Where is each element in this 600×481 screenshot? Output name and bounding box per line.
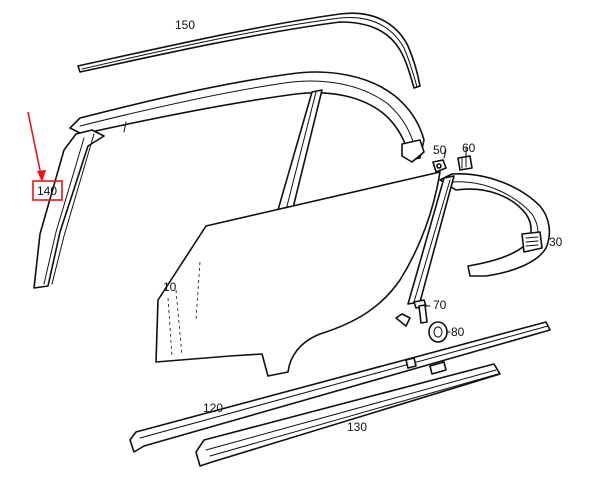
- part-50-clip: [432, 159, 447, 173]
- part-70-bolt: [413, 299, 428, 324]
- callout-10: 10: [163, 280, 177, 294]
- part-140-window-channel: [33, 129, 105, 289]
- part-60-clip: [457, 155, 473, 171]
- callout-80: 80: [451, 325, 465, 339]
- leader-lines: [425, 147, 467, 333]
- part-10-door-glass: [155, 171, 441, 377]
- callout-120: 120: [203, 401, 223, 415]
- callout-150: 150: [175, 18, 195, 32]
- highlight-pointer: [27, 111, 63, 201]
- door-frame-upper-rail: [69, 71, 425, 213]
- callout-50: 50: [433, 143, 447, 157]
- part-130-belt-seal: [195, 363, 501, 467]
- callout-130: 130: [347, 420, 367, 434]
- callout-140: 140: [37, 184, 57, 198]
- part-80-grommet: [428, 321, 448, 343]
- part-30-quarter-frame: [395, 173, 551, 327]
- part-120-belt-moulding: [129, 321, 551, 453]
- callout-30: 30: [549, 235, 563, 249]
- callout-60: 60: [462, 141, 476, 155]
- part-150-roof-seal: [77, 12, 421, 89]
- callout-70: 70: [433, 298, 447, 312]
